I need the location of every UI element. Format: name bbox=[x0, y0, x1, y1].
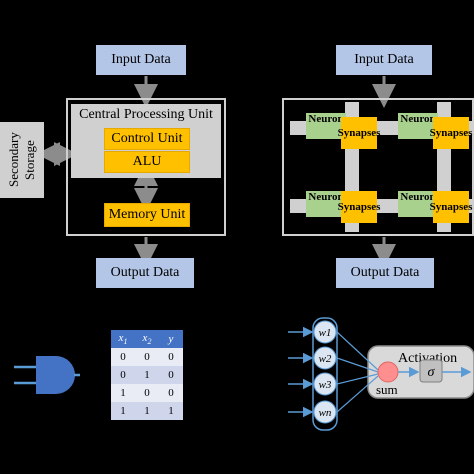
cpu-frame bbox=[66, 98, 226, 236]
weight-w1: w1 bbox=[319, 327, 332, 339]
neuron-1: Neuron bbox=[306, 113, 346, 139]
output-data-box-left: Output Data bbox=[96, 258, 194, 288]
header-y: y bbox=[159, 330, 183, 348]
synapse-2: Synapses bbox=[430, 117, 472, 149]
cell: 0 bbox=[159, 384, 183, 402]
input-data-box-right: Input Data bbox=[336, 45, 432, 75]
truth-table: xx11 x2 y 0 0 0 0 1 0 1 0 0 1 1 1 bbox=[111, 330, 183, 420]
weight-nodes: w1 w2 w3 wn bbox=[313, 320, 337, 424]
sigma-box bbox=[419, 359, 443, 383]
cell: 1 bbox=[135, 402, 159, 420]
table-row: 0 0 0 bbox=[111, 348, 183, 366]
cell: 0 bbox=[111, 366, 135, 384]
alu-box: ALU bbox=[104, 151, 190, 173]
cell: 0 bbox=[135, 348, 159, 366]
weight-w2: w2 bbox=[319, 353, 332, 365]
secondary-storage-box: Secondary Storage bbox=[0, 122, 44, 198]
table-row: 1 0 0 bbox=[111, 384, 183, 402]
sum-node bbox=[377, 361, 399, 383]
perceptron-diagram: w1 w2 w3 wn Activation sum σ bbox=[288, 317, 474, 431]
and-gate-icon bbox=[14, 356, 80, 394]
neuron-4: Neuron bbox=[398, 191, 438, 217]
synapse-3: Synapses bbox=[338, 191, 380, 223]
header-x2: x2 bbox=[135, 330, 159, 348]
cell: 1 bbox=[159, 402, 183, 420]
weight-w3: w3 bbox=[319, 379, 332, 391]
synapse-1: Synapses bbox=[338, 117, 380, 149]
neuro-frame bbox=[282, 98, 474, 236]
cell: 0 bbox=[159, 366, 183, 384]
neuron-2: Neuron bbox=[398, 113, 438, 139]
sigma-label: σ bbox=[428, 365, 436, 380]
input-data-box-left: Input Data bbox=[96, 45, 186, 75]
control-unit-box: Control Unit bbox=[104, 128, 190, 150]
cell: 1 bbox=[111, 384, 135, 402]
cell: 0 bbox=[111, 348, 135, 366]
cell: 1 bbox=[111, 402, 135, 420]
cell: 1 bbox=[135, 366, 159, 384]
memory-unit-box: Memory Unit bbox=[104, 203, 190, 227]
table-row: 0 1 0 bbox=[111, 366, 183, 384]
header-x1: xx11 bbox=[111, 330, 135, 348]
weight-wn: wn bbox=[319, 407, 332, 419]
cell: 0 bbox=[135, 384, 159, 402]
table-row: 1 1 1 bbox=[111, 402, 183, 420]
synapse-4: Synapses bbox=[430, 191, 472, 223]
cpu-label: Central Processing Unit bbox=[79, 107, 213, 122]
sum-label: sum bbox=[376, 382, 398, 397]
neuron-3: Neuron bbox=[306, 191, 346, 217]
output-data-box-right: Output Data bbox=[336, 258, 434, 288]
cell: 0 bbox=[159, 348, 183, 366]
top-arrows bbox=[36, 76, 396, 268]
